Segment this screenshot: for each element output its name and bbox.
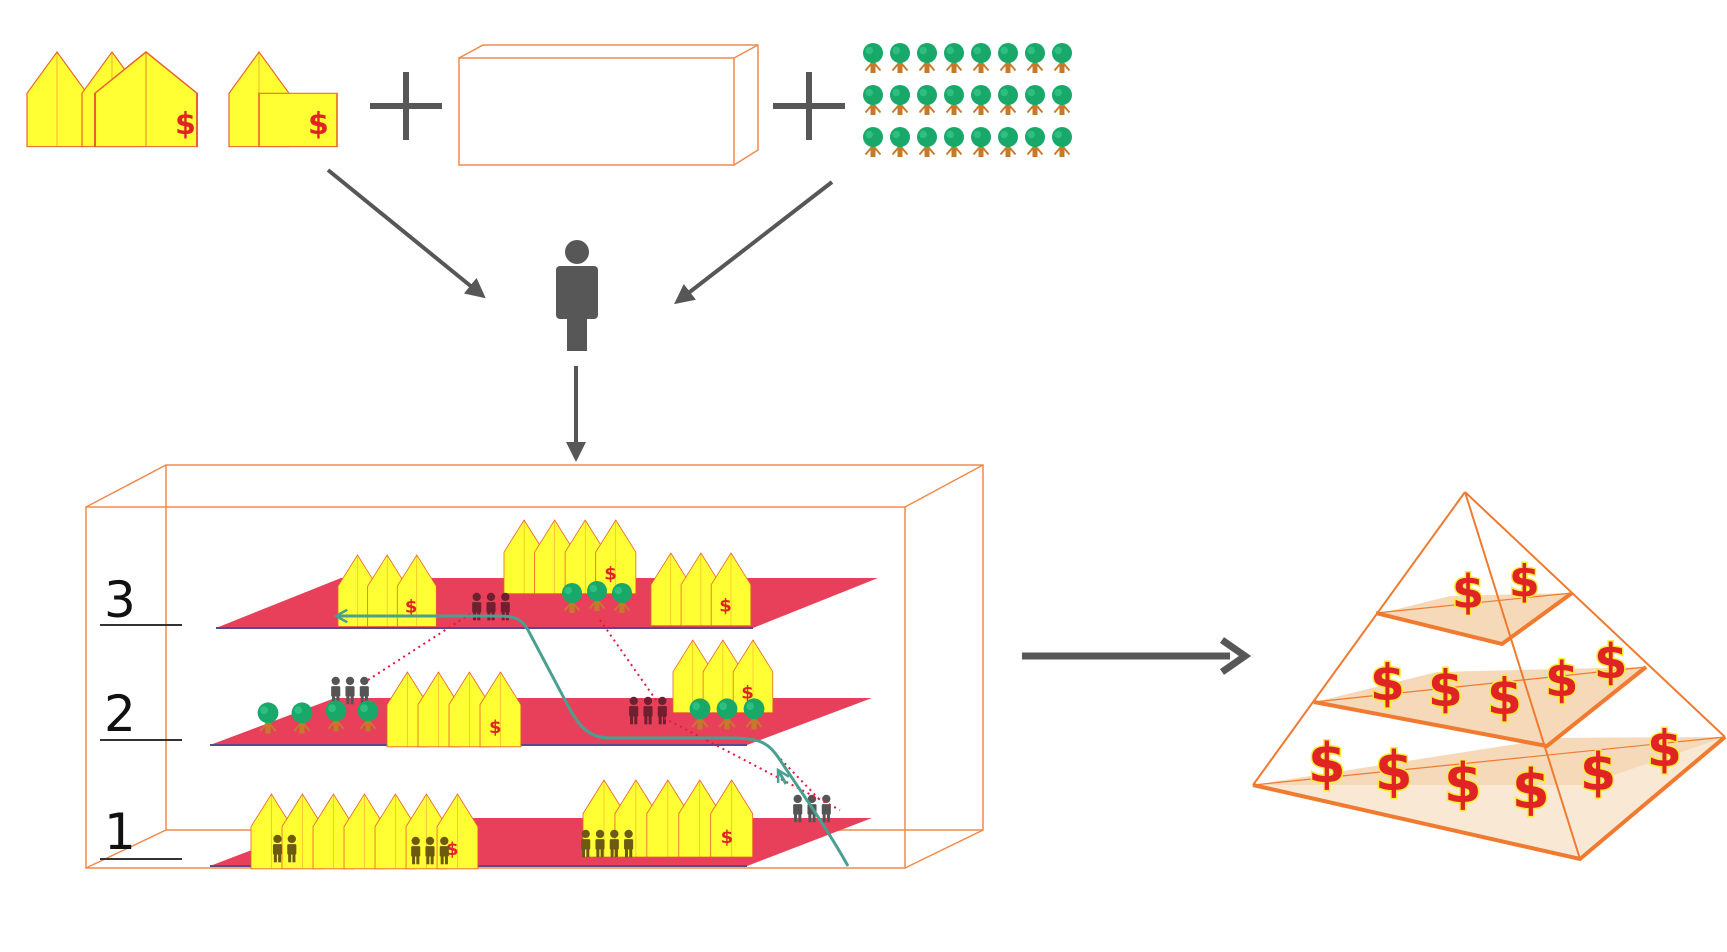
- level-label-2: 2: [104, 685, 136, 743]
- building-box: [85, 464, 984, 869]
- currency-label: $: [1375, 740, 1413, 803]
- currency-label: $: [1594, 634, 1627, 690]
- tree-icon: [256, 701, 280, 735]
- arrow-icon: [674, 180, 834, 305]
- tree-icon: [688, 697, 712, 731]
- tree-icon: [997, 126, 1019, 158]
- tree-icon: [862, 42, 884, 74]
- tree-icon: [862, 84, 884, 116]
- currency-label: $: [1647, 720, 1682, 778]
- currency-label: $: [741, 683, 754, 704]
- tree-icon: [943, 84, 965, 116]
- tree-icon: [889, 84, 911, 116]
- tree-icon: [862, 126, 884, 158]
- floor-houses: $ $ $ $ $ $ $: [250, 519, 774, 870]
- tree-icon: [561, 582, 583, 614]
- plus-icon: [370, 72, 442, 140]
- tree-icon: [1051, 84, 1073, 116]
- house-icon: [258, 92, 338, 148]
- arrow-icon: [326, 168, 486, 299]
- movement-arrow: [776, 770, 786, 785]
- tree-icon: [1024, 84, 1046, 116]
- tree-icon: [1051, 126, 1073, 158]
- tree-icon: [916, 84, 938, 116]
- currency-label: $: [1452, 565, 1484, 619]
- tree-icon: [970, 126, 992, 158]
- tree-icon: [1051, 42, 1073, 74]
- currency-label: $: [1308, 732, 1346, 795]
- plus-icon: [773, 72, 845, 140]
- currency-label: $: [1580, 743, 1616, 803]
- tree-icon: [1024, 42, 1046, 74]
- tree-icon: [970, 42, 992, 74]
- currency-label: $: [175, 107, 196, 142]
- movement-path: [336, 616, 850, 867]
- tree-icon: [356, 699, 380, 733]
- person-icon: [556, 240, 598, 351]
- tree-icon: [997, 42, 1019, 74]
- tree-icon: [586, 580, 608, 612]
- pyramid-icon: [1252, 491, 1727, 862]
- currency-label: $: [446, 839, 459, 860]
- level-label-1: 1: [104, 803, 136, 861]
- pyramid-dollars: $$$$$$$$$$$$$: [1307, 555, 1684, 823]
- currency-label: $: [405, 597, 418, 618]
- arrow-icon: [1022, 637, 1252, 675]
- currency-label: $: [489, 717, 502, 738]
- currency-label: $: [1370, 654, 1405, 712]
- level-labels: 3 2 1: [100, 571, 182, 861]
- housing-group: $ $: [26, 50, 338, 148]
- tree-icon: [715, 697, 739, 731]
- currency-label: $: [1545, 652, 1578, 708]
- currency-label: $: [1512, 758, 1550, 821]
- tree-icon: [997, 84, 1019, 116]
- tree-icon: [943, 126, 965, 158]
- tree-icon: [290, 701, 314, 735]
- tree-icon: [916, 126, 938, 158]
- tree-icon: [889, 126, 911, 158]
- level-label-3: 3: [104, 571, 136, 629]
- tree-icon: [970, 84, 992, 116]
- currency-label: $: [1428, 660, 1463, 718]
- currency-label: $: [308, 107, 329, 142]
- tree-icon: [916, 42, 938, 74]
- box-outline: [458, 44, 759, 166]
- currency-label: $: [1487, 668, 1522, 726]
- tree-icon: [324, 699, 348, 733]
- tree-icon: [742, 697, 766, 731]
- currency-label: $: [604, 564, 617, 585]
- currency-label: $: [1444, 752, 1482, 815]
- tree-icon: [889, 42, 911, 74]
- currency-label: $: [1509, 556, 1540, 607]
- tree-icon: [611, 582, 633, 614]
- tree-icon: [1024, 126, 1046, 158]
- tree-icon: [943, 42, 965, 74]
- currency-label: $: [721, 827, 734, 848]
- tree-grid: [862, 42, 1073, 158]
- currency-label: $: [719, 596, 732, 617]
